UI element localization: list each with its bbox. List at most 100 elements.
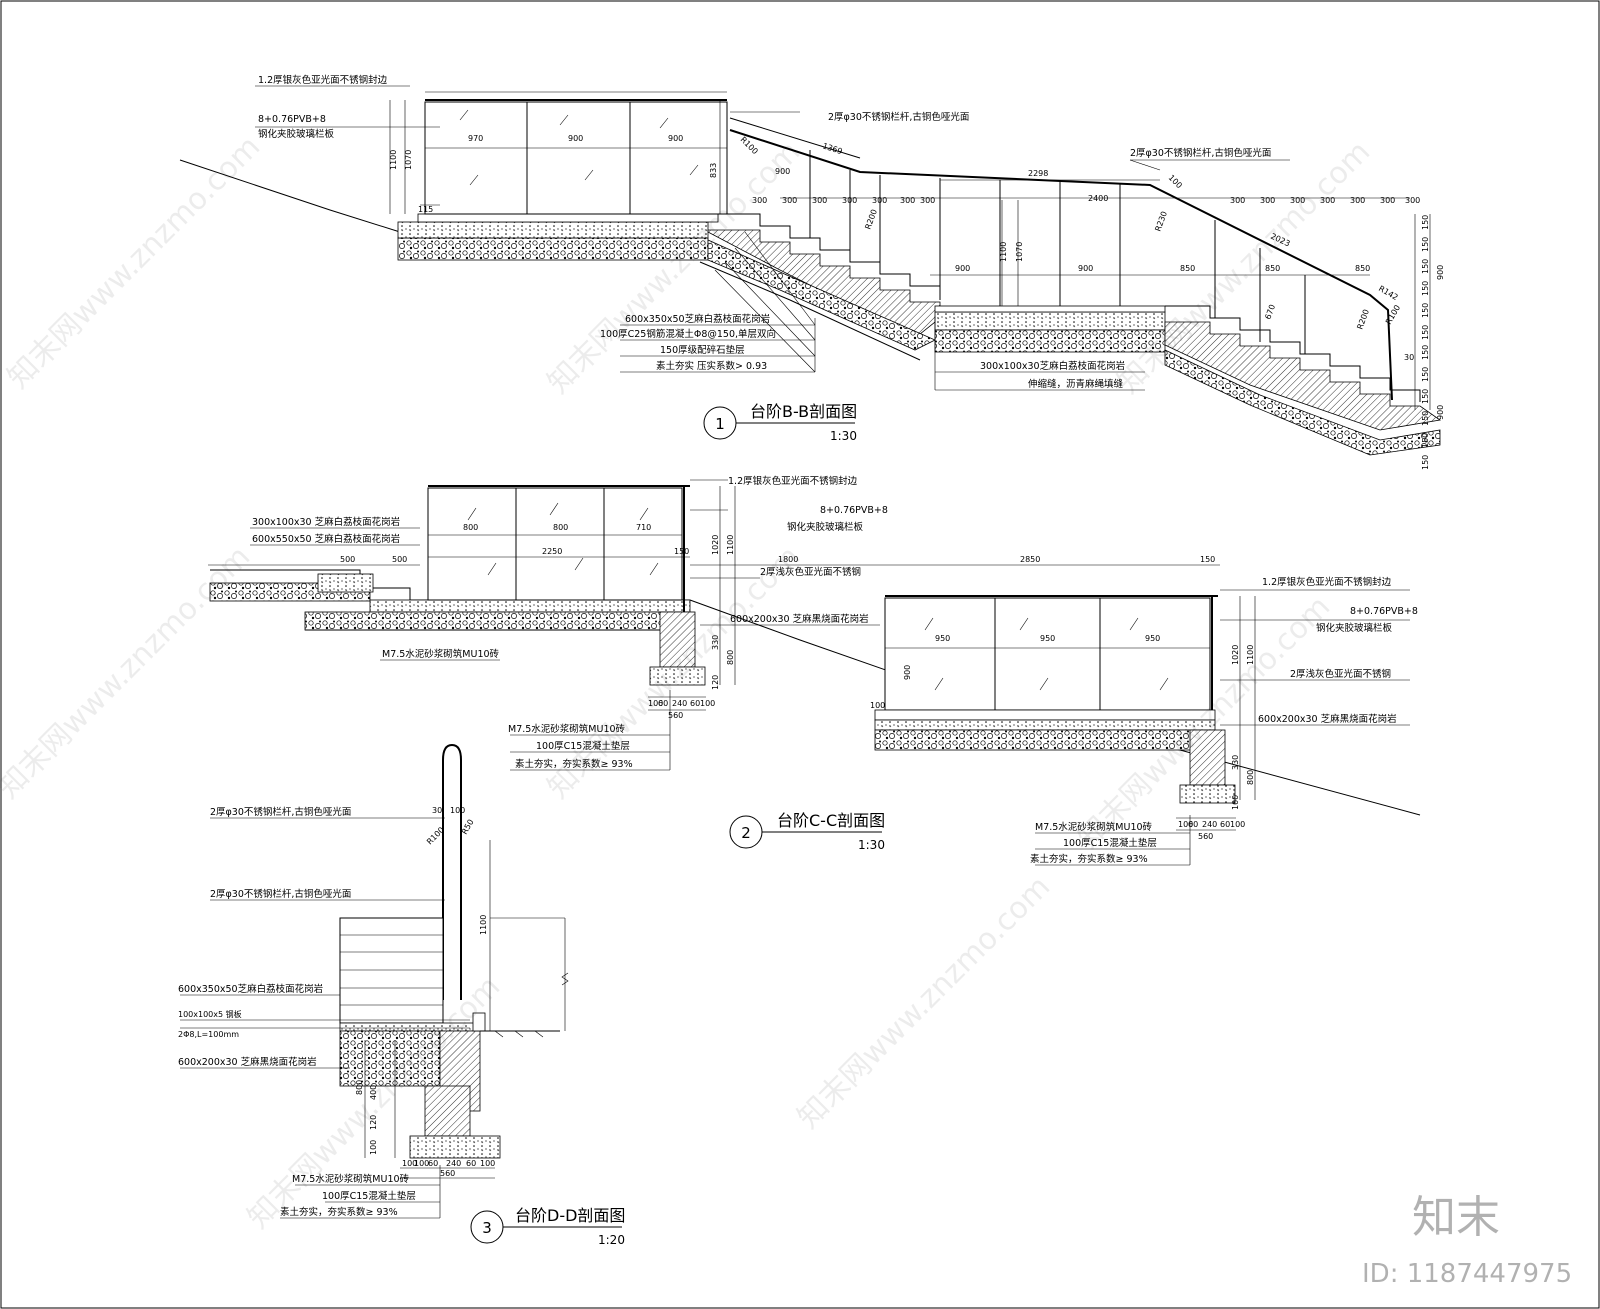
cc-footing-dim: 560 — [1198, 832, 1213, 841]
bb-dim: 833 — [709, 163, 718, 178]
cc-dim: 2250 — [542, 547, 562, 556]
section-cc: 300x100x30 芝麻白荔枝面花岗岩 600x550x50 芝麻白荔枝面花岗… — [208, 475, 1421, 866]
dd-note-4: 2Φ8,L=100mm — [178, 1030, 239, 1039]
bb-rise-dim: 900 — [1436, 405, 1445, 420]
bb-dim: R200 — [863, 208, 879, 231]
dd-section-title: 台阶D-D剖面图 — [515, 1206, 625, 1225]
bb-tread-dim: 300 — [1320, 196, 1335, 205]
bb-tread-dim: 300 — [1405, 196, 1420, 205]
bb-dim: 900 — [668, 134, 683, 143]
bb-dim: 900 — [775, 167, 790, 176]
bb-rise-dim: 150 — [1421, 389, 1430, 404]
bb-dim: 850 — [1355, 264, 1370, 273]
dd-note-8: 素土夯实，夯实系数≥ 93% — [280, 1206, 398, 1218]
cc-note-2: 1.2厚银灰色亚光面不锈钢封边 — [728, 475, 858, 487]
cc-section-number: 2 — [741, 824, 751, 842]
dd-dim: 100 — [402, 1159, 417, 1168]
bb-dim: 100 — [1167, 173, 1184, 190]
bb-dim: 850 — [1180, 264, 1195, 273]
cc-dim: 950 — [935, 634, 950, 643]
dd-dim: R50 — [460, 818, 476, 836]
cc-note-5: 2厚浅灰色亚光面不锈钢 — [760, 566, 861, 578]
cc-dim: 800 — [463, 523, 478, 532]
dd-dim: 60 — [466, 1159, 476, 1168]
bb-rise-dim: 150 — [1421, 367, 1430, 382]
cc-note-3: 8+0.76PVB+8 — [820, 505, 888, 516]
cc-footing-dim: 60 — [1220, 820, 1230, 829]
bb-dim: R230 — [1153, 210, 1169, 233]
bb-note-3: 2厚φ30不锈钢栏杆,古铜色哑光面 — [828, 111, 969, 123]
bb-dim: 1369 — [821, 141, 843, 156]
cc-dim: 150 — [674, 547, 689, 556]
cc-section-title: 台阶C-C剖面图 — [777, 811, 885, 830]
cc-note-9: 100厚C15混凝土垫层 — [536, 740, 630, 752]
bb-note-5: 600x350x50芝麻白荔枝面花岗岩 — [625, 313, 770, 325]
bb-dim: 900 — [1078, 264, 1093, 273]
cc-footing-dim: 60 — [658, 699, 668, 708]
bb-tread-dim: 300 — [1350, 196, 1365, 205]
cc-footing-dim: 100 — [700, 699, 715, 708]
cc-footing-dim: 100 — [1178, 820, 1193, 829]
bb-note-9: 300x100x30芝麻白荔枝面花岗岩 — [980, 360, 1125, 372]
cc-note-4: 钢化夹胶玻璃栏板 — [787, 521, 864, 533]
cc-note-7: M7.5水泥砂浆砌筑MU10砖 — [382, 648, 500, 660]
bb-note-6: 100厚C25钢筋混凝土Φ8@150,单层双向 — [600, 328, 776, 340]
dd-section-scale: 1:20 — [598, 1233, 625, 1247]
cc-note-0: 300x100x30 芝麻白荔枝面花岗岩 — [252, 516, 400, 528]
bb-section-number: 1 — [715, 415, 725, 433]
dd-note-2: 600x350x50芝麻白荔枝面花岗岩 — [178, 983, 323, 995]
bb-section-title: 台阶B-B剖面图 — [750, 402, 857, 421]
bb-rise-dim: 900 — [1436, 265, 1445, 280]
bb-rise-dim: 150 — [1421, 411, 1430, 426]
cc-dim: 500 — [340, 555, 355, 564]
brand-logo: 知末 — [1412, 1192, 1500, 1243]
bb-dim: R200 — [1355, 308, 1371, 331]
cc-note-12: 8+0.76PVB+8 — [1350, 606, 1418, 617]
cc-note-17: 100厚C15混凝土垫层 — [1063, 837, 1157, 849]
cc-footing-dim: 240 — [1202, 820, 1217, 829]
dd-dim: 1100 — [479, 915, 488, 935]
cc-dim: 950 — [1145, 634, 1160, 643]
dd-note-5: 600x200x30 芝麻黑烧面花岗岩 — [178, 1056, 317, 1068]
bb-tread-dim: 300 — [920, 196, 935, 205]
cc-dim: 800 — [1246, 770, 1255, 785]
bb-dim: 970 — [468, 134, 483, 143]
cc-note-1: 600x550x50 芝麻白荔枝面花岗岩 — [252, 533, 400, 545]
section-bb: 1.2厚银灰色亚光面不锈钢封边 8+0.76PVB+8 钢化夹胶玻璃栏板 2厚φ… — [179, 74, 1445, 470]
cc-dim: 800 — [553, 523, 568, 532]
bb-dim: 900 — [955, 264, 970, 273]
bb-note-2: 钢化夹胶玻璃栏板 — [258, 128, 335, 140]
bb-rise-dim: 150 — [1421, 281, 1430, 296]
cc-dim: 710 — [636, 523, 651, 532]
cc-footing-dim: 240 — [672, 699, 687, 708]
dd-note-3: 100x100x5 钢板 — [178, 1009, 242, 1019]
cc-dim: 330 — [1231, 755, 1240, 770]
bb-section-scale: 1:30 — [830, 429, 857, 443]
dd-dim: 100 — [414, 1159, 429, 1168]
bb-dim: 30 — [1404, 353, 1414, 362]
dd-dim: 60 — [428, 1159, 438, 1168]
bb-note-0: 1.2厚银灰色亚光面不锈钢封边 — [258, 74, 388, 86]
bb-dim: 850 — [1265, 264, 1280, 273]
cc-dim: 500 — [392, 555, 407, 564]
dd-note-7: 100厚C15混凝土垫层 — [322, 1190, 416, 1202]
bb-note-1: 8+0.76PVB+8 — [258, 114, 326, 125]
bb-rise-dim: 150 — [1421, 303, 1430, 318]
bb-tread-dim: 300 — [872, 196, 887, 205]
cc-footing-dim: 60 — [690, 699, 700, 708]
bb-rise-dim: 150 — [1421, 237, 1430, 252]
cc-dim: 100 — [870, 701, 885, 710]
cc-footing-dim: 60 — [1188, 820, 1198, 829]
bb-note-7: 150厚级配碎石垫层 — [660, 344, 745, 356]
dd-dim: 120 — [369, 1115, 378, 1130]
bb-tread-dim: 300 — [752, 196, 767, 205]
bb-dim: 115 — [418, 205, 433, 214]
cc-footing-dim: 100 — [1230, 820, 1245, 829]
cc-dim: 150 — [1200, 555, 1215, 564]
dd-note-0: 2厚φ30不锈钢栏杆,古铜色哑光面 — [210, 806, 351, 818]
bb-rise-dim: 150 — [1421, 455, 1430, 470]
cc-dim: 330 — [711, 635, 720, 650]
bb-note-4: 2厚φ30不锈钢栏杆,古铜色哑光面 — [1130, 147, 1271, 159]
cc-note-10: 素土夯实，夯实系数≥ 93% — [515, 758, 633, 770]
cc-dim: 900 — [903, 665, 912, 680]
